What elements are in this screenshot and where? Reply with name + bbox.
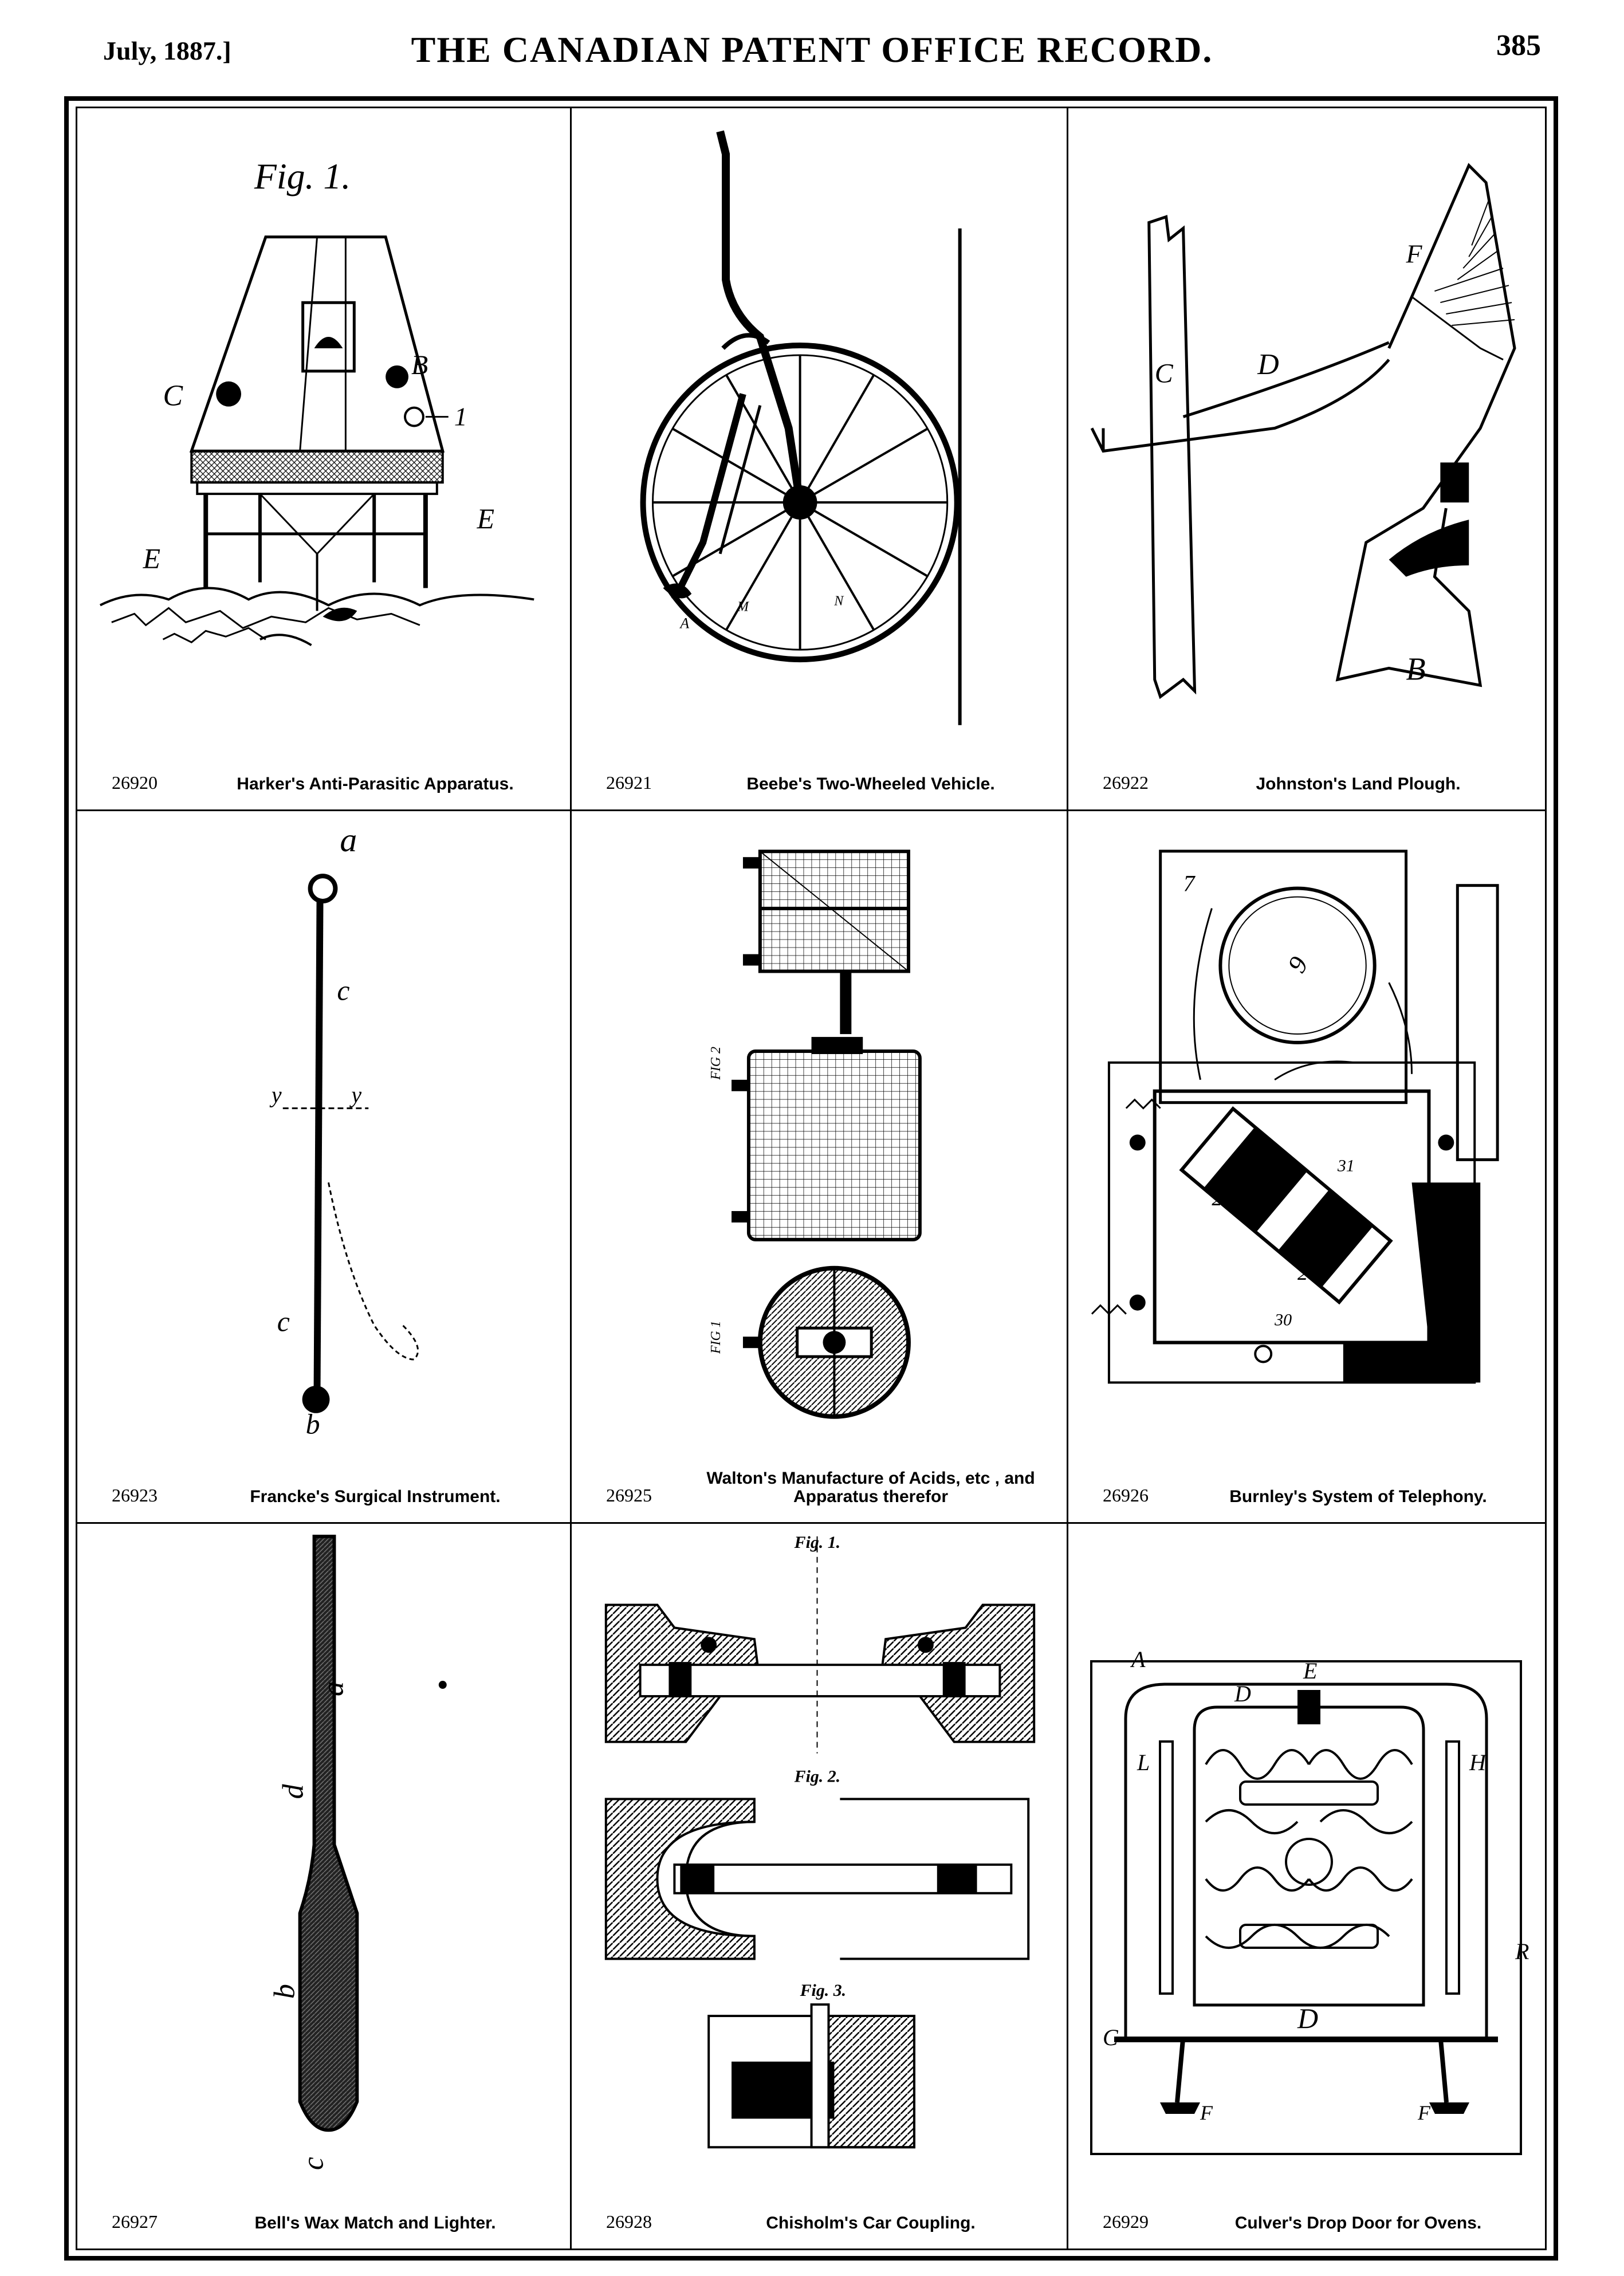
- patent-number: 26920: [112, 772, 158, 793]
- patent-number: 26929: [1103, 2211, 1149, 2232]
- publication-title: THE CANADIAN PATENT OFFICE RECORD.: [411, 29, 1213, 70]
- svg-text:N: N: [833, 593, 844, 608]
- letter-label: D: [1234, 1681, 1251, 1707]
- patent-number: 26923: [112, 1485, 158, 1505]
- drawing-wax-match: a d b c: [269, 1534, 447, 2170]
- figure-label: FIG 2: [709, 1047, 723, 1080]
- caption: 26923 Francke's Surgical Instrument.: [112, 1466, 553, 1506]
- patent-title: Burnley's System of Telephony.: [1229, 1487, 1487, 1506]
- patent-title: Beebe's Two-Wheeled Vehicle.: [746, 775, 995, 793]
- letter-label: D: [1297, 2002, 1318, 2034]
- letter-label: y: [349, 1082, 361, 1108]
- patent-title: Francke's Surgical Instrument.: [250, 1487, 501, 1506]
- drawing-land-plough: C D F B: [1090, 163, 1516, 699]
- letter-label: 30: [1274, 1311, 1292, 1330]
- letter-label: y: [269, 1082, 282, 1108]
- figure-label: Fig. 1.: [254, 156, 351, 196]
- issue-date: July, 1887.]: [103, 36, 231, 65]
- letter-label: b: [306, 1409, 320, 1440]
- letter-label: D: [1257, 348, 1279, 381]
- letter-label: d: [277, 1783, 310, 1799]
- outer-border: [64, 96, 1558, 2261]
- letter-label: C: [163, 380, 183, 412]
- patent-panel-26929: A E D D L H C F F R 26929 Culver's Drop …: [1068, 1524, 1545, 2249]
- letter-label: 24: [1297, 1261, 1318, 1284]
- patent-grid: Fig. 1.: [77, 108, 1545, 2249]
- letter-label: C: [1103, 2025, 1119, 2050]
- patent-panel-26920: Fig. 1.: [77, 108, 572, 811]
- patent-title: Bell's Wax Match and Lighter.: [254, 2214, 496, 2232]
- caption: 26929 Culver's Drop Door for Ovens.: [1103, 2192, 1528, 2232]
- figure-label: FIG 1: [709, 1320, 723, 1354]
- drawing-car-coupling: Fig. 1. Fig. 2. Fig. 3.: [604, 1533, 1036, 2149]
- letter-label: A: [1130, 1646, 1146, 1672]
- letter-label: E: [1303, 1658, 1317, 1684]
- letter-label: 9: [1282, 952, 1314, 977]
- caption: 26925 Walton's Manufacture of Acids, etc…: [606, 1466, 1049, 1506]
- letter-label: a: [317, 1681, 349, 1696]
- letter-label: c: [297, 2157, 330, 2170]
- letter-label: E: [143, 543, 160, 575]
- letter-label: c: [277, 1306, 290, 1337]
- patent-number: 26926: [1103, 1485, 1149, 1505]
- patent-panel-26923: a c y y c b 26923 Francke's Surgical Ins…: [77, 811, 572, 1524]
- letter-label: 7: [1183, 871, 1196, 897]
- letter-label: B: [1406, 651, 1426, 687]
- patent-number: 26922: [1103, 772, 1149, 793]
- patent-number: 26928: [606, 2211, 652, 2232]
- patent-number: 26921: [606, 772, 652, 793]
- patent-number: 26927: [112, 2211, 158, 2232]
- patent-panel-26925: FIG 2 FIG 1 26925 Walton's Manufacture o…: [572, 811, 1068, 1524]
- letter-label: R: [1515, 1939, 1529, 1964]
- page-number: 385: [1496, 29, 1541, 62]
- patent-title: Harker's Anti-Parasitic Apparatus.: [237, 775, 514, 793]
- drawing-two-wheeled-vehicle: A M N: [640, 130, 962, 725]
- letter-label: F: [1200, 2101, 1213, 2124]
- patent-number: 26925: [606, 1485, 652, 1505]
- patent-title: Culver's Drop Door for Ovens.: [1234, 2214, 1482, 2232]
- patent-title: Chisholm's Car Coupling.: [766, 2214, 976, 2232]
- letter-label: c: [337, 974, 349, 1006]
- patent-panel-26928: Fig. 1. Fig. 2. Fig. 3. 26928 Chisholm's: [572, 1524, 1068, 2249]
- drawing-acid-apparatus: FIG 2 FIG 1: [709, 850, 922, 1419]
- patent-panel-26922: C D F B 26922 Johnston's Land Plough.: [1068, 108, 1545, 811]
- letter-label: L: [1137, 1750, 1150, 1775]
- caption: 26926 Burnley's System of Telephony.: [1103, 1466, 1528, 1506]
- patent-title: Walton's Manufacture of Acids, etc , and…: [706, 1469, 1035, 1506]
- letter-label: F: [1406, 239, 1423, 268]
- letter-label: C: [1155, 359, 1174, 389]
- drawing-oven-drop-door: A E D D L H C F F R: [1090, 1646, 1529, 2155]
- figure-label: Fig. 2.: [794, 1767, 841, 1786]
- svg-text:M: M: [737, 599, 750, 614]
- caption: 26920 Harker's Anti-Parasitic Apparatus.: [112, 753, 553, 793]
- drawing-surgical-instrument: a c y y c b: [269, 821, 419, 1440]
- caption: 26928 Chisholm's Car Coupling.: [606, 2192, 1049, 2232]
- letter-label: H: [1469, 1750, 1487, 1775]
- letter-label: F: [1417, 2101, 1431, 2124]
- patent-title: Johnston's Land Plough.: [1256, 775, 1461, 793]
- letter-label: 31: [1337, 1156, 1355, 1175]
- patent-panel-26921: A M N 26921 Beebe's Two-Wheeled Vehicle.: [572, 108, 1068, 811]
- letter-label: E: [477, 503, 494, 534]
- patent-panel-26927: a d b c 26927 Bell's Wax Match and Light…: [77, 1524, 572, 2249]
- patent-panel-26926: 7 9 25 24 31 30 26926 Burnley's System o…: [1068, 811, 1545, 1524]
- caption: 26921 Beebe's Two-Wheeled Vehicle.: [606, 753, 1049, 793]
- letter-label: a: [340, 821, 357, 859]
- letter-label: 25: [1212, 1187, 1232, 1210]
- inner-border: [76, 107, 1547, 2250]
- page-header: July, 1887.] THE CANADIAN PATENT OFFICE …: [0, 23, 1624, 86]
- letter-label: 1: [454, 402, 467, 431]
- svg-text:A: A: [679, 615, 689, 631]
- caption: 26927 Bell's Wax Match and Lighter.: [112, 2192, 553, 2232]
- letter-label: B: [411, 350, 428, 380]
- drawing-telephony: 7 9 25 24 31 30: [1091, 850, 1499, 1384]
- letter-label: b: [269, 1984, 301, 1999]
- figure-label: Fig. 3.: [800, 1981, 847, 2000]
- drawing-anti-parasitic-apparatus: Fig. 1.: [99, 156, 534, 646]
- caption: 26922 Johnston's Land Plough.: [1103, 753, 1528, 793]
